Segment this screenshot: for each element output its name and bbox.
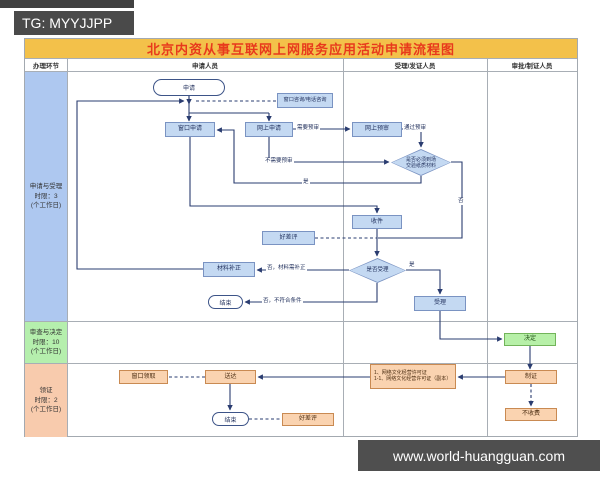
decision-must-appear: 是否必须到场 交验纸质材料 <box>391 149 451 176</box>
phase-cell-apply-accept: 申请与受理 时限：3 (个工作日) <box>25 72 67 321</box>
phase-cell-get-cert: 领证 时限：2 (个工作日) <box>25 364 67 437</box>
edge-label-no-supplement: 否，材料需补正 <box>266 265 307 272</box>
column-header-applicant: 申请人员 <box>192 62 218 70</box>
decision-text: 交验纸质材料 <box>405 162 436 169</box>
license-item: 1、网络文化经营许可证 <box>374 370 427 376</box>
decision-text: 是否受理 <box>366 267 389 274</box>
node-make-cert: 制证 <box>505 370 557 384</box>
node-rating-upper: 好差评 <box>262 231 315 245</box>
title-bar: 北京内资从事互联网上网服务应用活动申请流程图 <box>25 39 577 58</box>
phase-limit: 时限：2 <box>34 396 58 404</box>
node-deliver: 送达 <box>205 370 256 384</box>
node-receive: 收件 <box>352 215 402 229</box>
node-window-apply: 窗口申请 <box>165 122 215 137</box>
column-header-process: 办理环节 <box>33 62 59 70</box>
column-header-approver: 审批/制证人员 <box>511 62 553 70</box>
grid-line <box>25 363 577 364</box>
tg-badge: TG: MYYJJPP <box>14 11 134 35</box>
edge-label-no-precheck: 不需要预审 <box>264 158 294 165</box>
node-start: 申请 <box>153 79 225 96</box>
phase-label: 领证 <box>39 386 53 394</box>
phase-limit: 时限：10 <box>32 338 60 346</box>
node-supplement: 材料补正 <box>203 262 255 277</box>
grid-line <box>343 58 344 436</box>
node-rating-lower: 好差评 <box>282 413 334 426</box>
node-accept: 受理 <box>414 296 466 311</box>
flowchart-title: 北京内资从事互联网上网服务应用活动申请流程图 <box>146 42 455 57</box>
grid-line <box>25 71 577 72</box>
node-no-fee: 不收费 <box>505 408 557 421</box>
edge-label-no-reject: 否，不符合条件 <box>262 298 303 305</box>
node-consult: 窗口咨询/电话咨询 <box>277 93 333 108</box>
edge-label-pass-precheck: 通过预审 <box>403 125 428 132</box>
node-online-apply: 网上申请 <box>245 122 293 137</box>
node-end-lower: 结束 <box>212 412 249 426</box>
phase-label: 申请与受理 <box>29 182 63 190</box>
decision-accept: 是否受理 <box>349 258 406 283</box>
watermark: www.world-huangguan.com <box>358 440 600 471</box>
phase-unit: (个工作日) <box>30 406 62 414</box>
decision-text: 是否必须到场 <box>405 156 436 163</box>
grid-line <box>67 58 68 436</box>
grid-line <box>487 58 488 436</box>
phase-unit: (个工作日) <box>30 202 62 210</box>
node-decide: 决定 <box>504 333 556 346</box>
node-window-pickup: 窗口领取 <box>119 370 168 384</box>
edge-label-yes-2: 是 <box>408 262 416 269</box>
edge-label-yes-1: 是 <box>302 179 310 186</box>
phase-label: 审查与决定 <box>29 328 63 336</box>
node-online-precheck: 网上预审 <box>352 122 402 137</box>
edge-label-need-precheck: 需要预审 <box>296 125 321 132</box>
edge-label-no-1: 否 <box>457 198 465 205</box>
grid-line <box>25 321 577 322</box>
node-end-upper: 结束 <box>208 295 243 309</box>
phase-cell-review-decide: 审查与决定 时限：10 (个工作日) <box>25 322 67 363</box>
column-header-acceptor: 受理/发证人员 <box>394 62 436 70</box>
top-strip <box>0 0 134 8</box>
node-license-list: 1、网络文化经营许可证 1-1、网络文化经营许可证（副本） <box>370 364 456 389</box>
grid-line <box>25 58 577 59</box>
phase-unit: (个工作日) <box>30 348 62 356</box>
phase-limit: 时限：3 <box>34 192 58 200</box>
license-item: 1-1、网络文化经营许可证（副本） <box>374 375 452 382</box>
